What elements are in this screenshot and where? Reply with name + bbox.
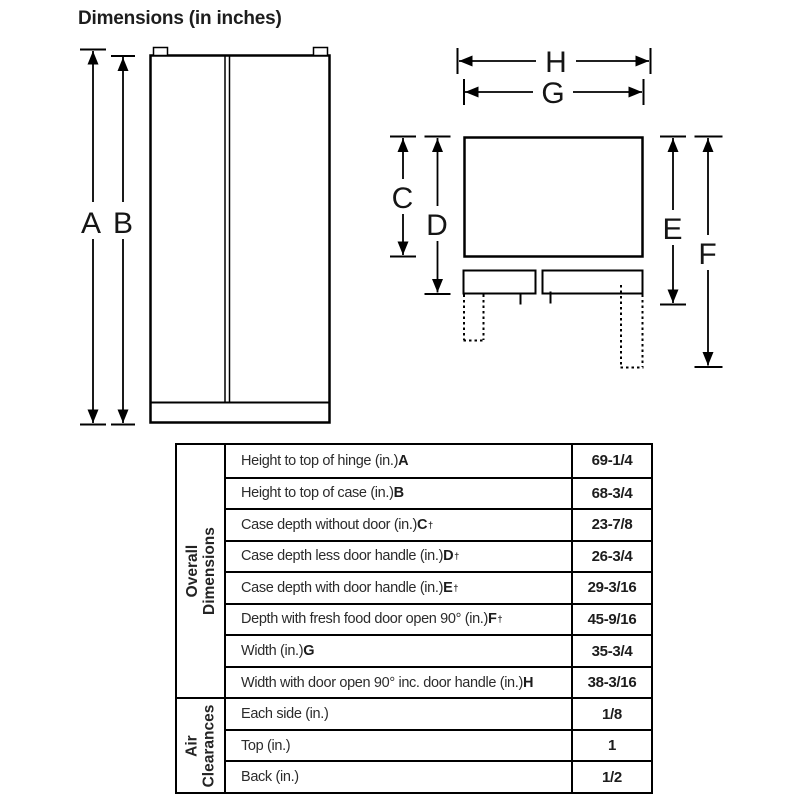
spec-row-value: 69-1/4 [571, 445, 651, 477]
spec-row-label: Case depth with door handle (in.) E† [226, 571, 571, 603]
spec-row-label: Width (in.) G [226, 634, 571, 666]
spec-row-label: Case depth without door (in.) C† [226, 508, 571, 540]
label-E: E [662, 213, 682, 246]
freezer-door-top-view [462, 269, 537, 295]
case-top-view [463, 136, 644, 258]
dimensions-diagram: A B H G [78, 44, 723, 426]
label-A: A [81, 207, 101, 240]
label-F: F [698, 238, 716, 271]
spec-row-label: Top (in.) [226, 728, 571, 761]
spec-row-label: Each side (in.) [226, 697, 571, 729]
fresh-food-door-top-view [541, 269, 644, 295]
hinge-cap-left [152, 46, 169, 57]
freezer-door-open-swing-dotted [463, 294, 485, 342]
spec-row-value: 68-3/4 [571, 476, 651, 509]
dimension-arrow-B [111, 55, 135, 426]
label-C: C [392, 182, 414, 215]
spec-row-label: Depth with fresh food door open 90° (in.… [226, 602, 571, 635]
label-B: B [113, 207, 133, 240]
spec-row-value: 38-3/16 [571, 665, 651, 698]
spec-row-value: 35-3/4 [571, 634, 651, 666]
spec-row-value: 45-9/16 [571, 602, 651, 635]
front-view: A B [78, 46, 331, 426]
spec-row-label: Width with door open 90° inc. door handl… [226, 665, 571, 698]
spec-row-value: 1 [571, 728, 651, 761]
top-view: H G [389, 44, 723, 369]
fridge-body [149, 54, 331, 424]
spec-row-value: 23-7/8 [571, 508, 651, 540]
door-gap-lines [224, 56, 231, 403]
spec-row-label: Case depth less door handle (in.) D† [226, 539, 571, 572]
spec-row-label: Height to top of hinge (in.) A [241, 452, 409, 469]
spec-row-label: Height to top of case (in.) B [226, 476, 571, 509]
spec-row-value: 29-3/16 [571, 571, 651, 603]
spec-row-value: 26-3/4 [571, 539, 651, 572]
page-title: Dimensions (in inches) [78, 8, 282, 29]
spec-row-value: 1/2 [571, 760, 651, 792]
spec-row-label: Back (in.) [226, 760, 571, 792]
spec-row-value: 1/8 [571, 697, 651, 729]
hinge-cap-right [312, 46, 329, 57]
fresh-food-door-open-swing-dotted [620, 285, 644, 369]
label-H: H [545, 46, 567, 79]
label-D: D [426, 209, 448, 242]
label-G: G [541, 77, 564, 110]
